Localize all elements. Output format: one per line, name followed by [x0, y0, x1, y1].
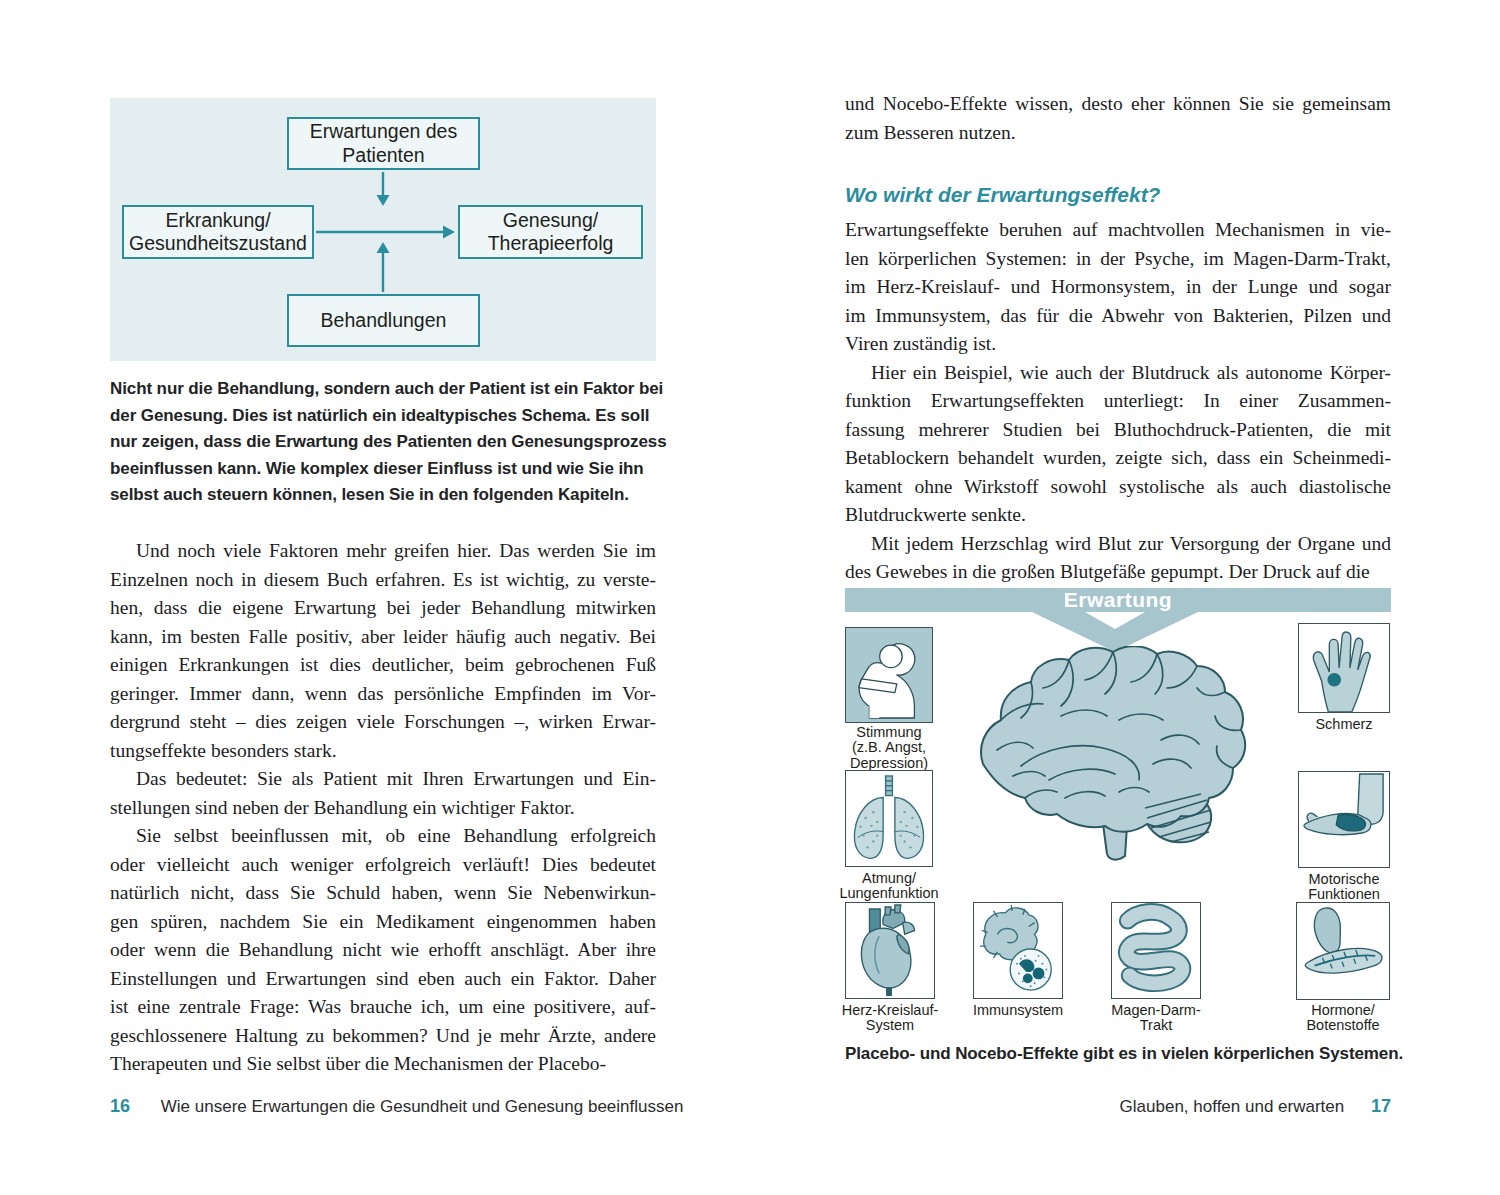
atmung-label: Atmung/Lungenfunktion — [825, 871, 953, 902]
text-line: Schmerz — [1280, 717, 1408, 732]
text-line: fassung mehrerer Studien bei Bluthochdru… — [845, 416, 1391, 445]
text-line: im Immunsystem, das für die Abwehr von B… — [845, 302, 1391, 331]
text-line: und Nocebo-Effekte wissen, desto eher kö… — [845, 90, 1391, 119]
left-chapter-title: Wie unsere Erwartungen die Gesundheit un… — [161, 1097, 684, 1116]
text-line: funktion Erwartungseffekten unterliegt: … — [845, 387, 1391, 416]
text-line: Motorische — [1280, 872, 1408, 887]
diagram-box-erwartungen: Erwartungen des Patienten — [287, 117, 480, 170]
text-line: Magen-Darm- — [1092, 1003, 1220, 1018]
text-line: beeinflussen kann. Wie komplex dieser Ei… — [110, 456, 656, 483]
text-line: geringer. Immer dann, wenn das persönlic… — [110, 680, 656, 709]
text-line: kann, im besten Falle positiv, aber leid… — [110, 623, 656, 652]
text-line: (z.B. Angst, — [825, 740, 953, 755]
text-line: Blutdruckwerte senkte. — [845, 501, 1391, 530]
section-heading: Wo wirkt der Erwartungseffekt? — [845, 183, 1160, 207]
text-line: Hier ein Beispiel, wie auch der Blutdruc… — [845, 359, 1391, 388]
text-line: tungseffekte besonders stark. — [110, 737, 656, 766]
text-line: Trakt — [1092, 1018, 1220, 1033]
text-line: stellungen sind neben der Behandlung ein… — [110, 794, 656, 823]
text-line: Einstellungen und Erwartungen sind eben … — [110, 965, 656, 994]
left-page-number: 16 — [110, 1096, 130, 1116]
immun-label: Immunsystem — [954, 1003, 1082, 1018]
text-line: ist eine zentrale Frage: Was brauche ich… — [110, 993, 656, 1022]
lunge-icon — [845, 770, 933, 867]
right-page-number: 17 — [1371, 1096, 1391, 1116]
motorik-label: MotorischeFunktionen — [1280, 872, 1408, 903]
brain-illustration — [973, 646, 1255, 868]
text-line: geschlossenere Haltung zu bekommen? Und … — [110, 1022, 656, 1051]
text-line: Viren zuständig ist. — [845, 330, 1391, 359]
text-line: Betablockern behandelt wurden, zeigte si… — [845, 444, 1391, 473]
text-line: selbst auch steuern können, lesen Sie in… — [110, 482, 656, 509]
diagram-box-behandlungen: Behandlungen — [287, 294, 480, 347]
text-line: kament ohne Wirkstoff sowohl systolische… — [845, 473, 1391, 502]
text-line: nur zeigen, dass die Erwartung des Patie… — [110, 429, 656, 456]
right-body-top: und Nocebo-Effekte wissen, desto eher kö… — [845, 90, 1391, 147]
text-line: im Herz-Kreislauf- und Hormonsystem, in … — [845, 273, 1391, 302]
herz-icon — [845, 902, 935, 999]
diagram-box-genesung: Genesung/ Therapieerfolg — [458, 205, 643, 259]
magen-icon — [1111, 902, 1201, 999]
text-line: len körperlichen Systemen: in der Psyche… — [845, 245, 1391, 274]
text-line: Lungenfunktion — [825, 886, 953, 901]
left-page-footer: 16 Wie unsere Erwartungen die Gesundheit… — [110, 1096, 683, 1117]
diagram-caption: Nicht nur die Behandlung, sondern auch d… — [110, 376, 656, 509]
text-line: Nicht nur die Behandlung, sondern auch d… — [110, 376, 656, 403]
text-line: der Genesung. Dies ist natürlich ein ide… — [110, 403, 656, 430]
figure-caption: Placebo- und Nocebo-Effekte gibt es in v… — [845, 1044, 1405, 1064]
schmerz-label: Schmerz — [1280, 717, 1408, 732]
left-body-text: Und noch viele Faktoren mehr greifen hie… — [110, 537, 656, 1079]
right-body-text: Erwartungseffekte beruhen auf machtvolle… — [845, 216, 1391, 587]
text-line: oder wenn die Behandlung nicht wie erhof… — [110, 936, 656, 965]
text-line: Depression) — [825, 756, 953, 771]
text-line: gen spüren, nachdem Sie ein Medikament e… — [110, 908, 656, 937]
motorik-icon — [1298, 771, 1390, 868]
text-line: Atmung/ — [825, 871, 953, 886]
text-line: Herz-Kreislauf- — [826, 1003, 954, 1018]
text-line: des Gewebes in die großen Blutgefäße gep… — [845, 558, 1391, 587]
text-line: Stimmung — [825, 725, 953, 740]
text-line: Und noch viele Faktoren mehr greifen hie… — [110, 537, 656, 566]
text-line: einigen Erkrankungen ist dies deutlicher… — [110, 651, 656, 680]
hormone-label: Hormone/Botenstoffe — [1279, 1003, 1407, 1034]
text-line: System — [826, 1018, 954, 1033]
body-systems-figure: Erwartung — [845, 588, 1391, 1068]
text-line: Hormone/ — [1279, 1003, 1407, 1018]
text-line: Funktionen — [1280, 887, 1408, 902]
flow-diagram-panel: Erwartungen des Patienten Erkrankung/ Ge… — [110, 98, 656, 361]
herz-label: Herz-Kreislauf-System — [826, 1003, 954, 1034]
text-line: Sie selbst beeinflussen mit, ob eine Beh… — [110, 822, 656, 851]
right-page-footer: Glauben, hoffen und erwarten 17 — [845, 1096, 1391, 1117]
diagram-box-erkrankung: Erkrankung/ Gesundheitszustand — [122, 205, 314, 259]
stimmung-icon — [845, 627, 933, 723]
text-line: Mit jedem Herzschlag wird Blut zur Verso… — [845, 530, 1391, 559]
hormone-icon — [1296, 902, 1390, 1000]
text-line: Das bedeutet: Sie als Patient mit Ihren … — [110, 765, 656, 794]
text-line: oder vielleicht auch weniger erfolgreich… — [110, 851, 656, 880]
text-line: zum Besseren nutzen. — [845, 119, 1391, 148]
text-line: Immunsystem — [954, 1003, 1082, 1018]
text-line: Botenstoffe — [1279, 1018, 1407, 1033]
text-line: natürlich nicht, dass Sie Schuld haben, … — [110, 879, 656, 908]
stimmung-label: Stimmung(z.B. Angst,Depression) — [825, 725, 953, 771]
immun-icon — [973, 902, 1063, 999]
text-line: Einzelnen noch in diesem Buch erfahren. … — [110, 566, 656, 595]
right-chapter-title: Glauben, hoffen und erwarten — [1120, 1097, 1345, 1116]
erwartung-banner: Erwartung — [845, 588, 1391, 612]
text-line: Erwartungseffekte beruhen auf machtvolle… — [845, 216, 1391, 245]
magen-label: Magen-Darm-Trakt — [1092, 1003, 1220, 1034]
text-line: hen, dass die eigene Erwartung bei jeder… — [110, 594, 656, 623]
text-line: dergrund steht – dies zeigen viele Forsc… — [110, 708, 656, 737]
schmerz-icon — [1298, 623, 1390, 713]
text-line: Therapeuten und Sie selbst über die Mech… — [110, 1050, 656, 1079]
